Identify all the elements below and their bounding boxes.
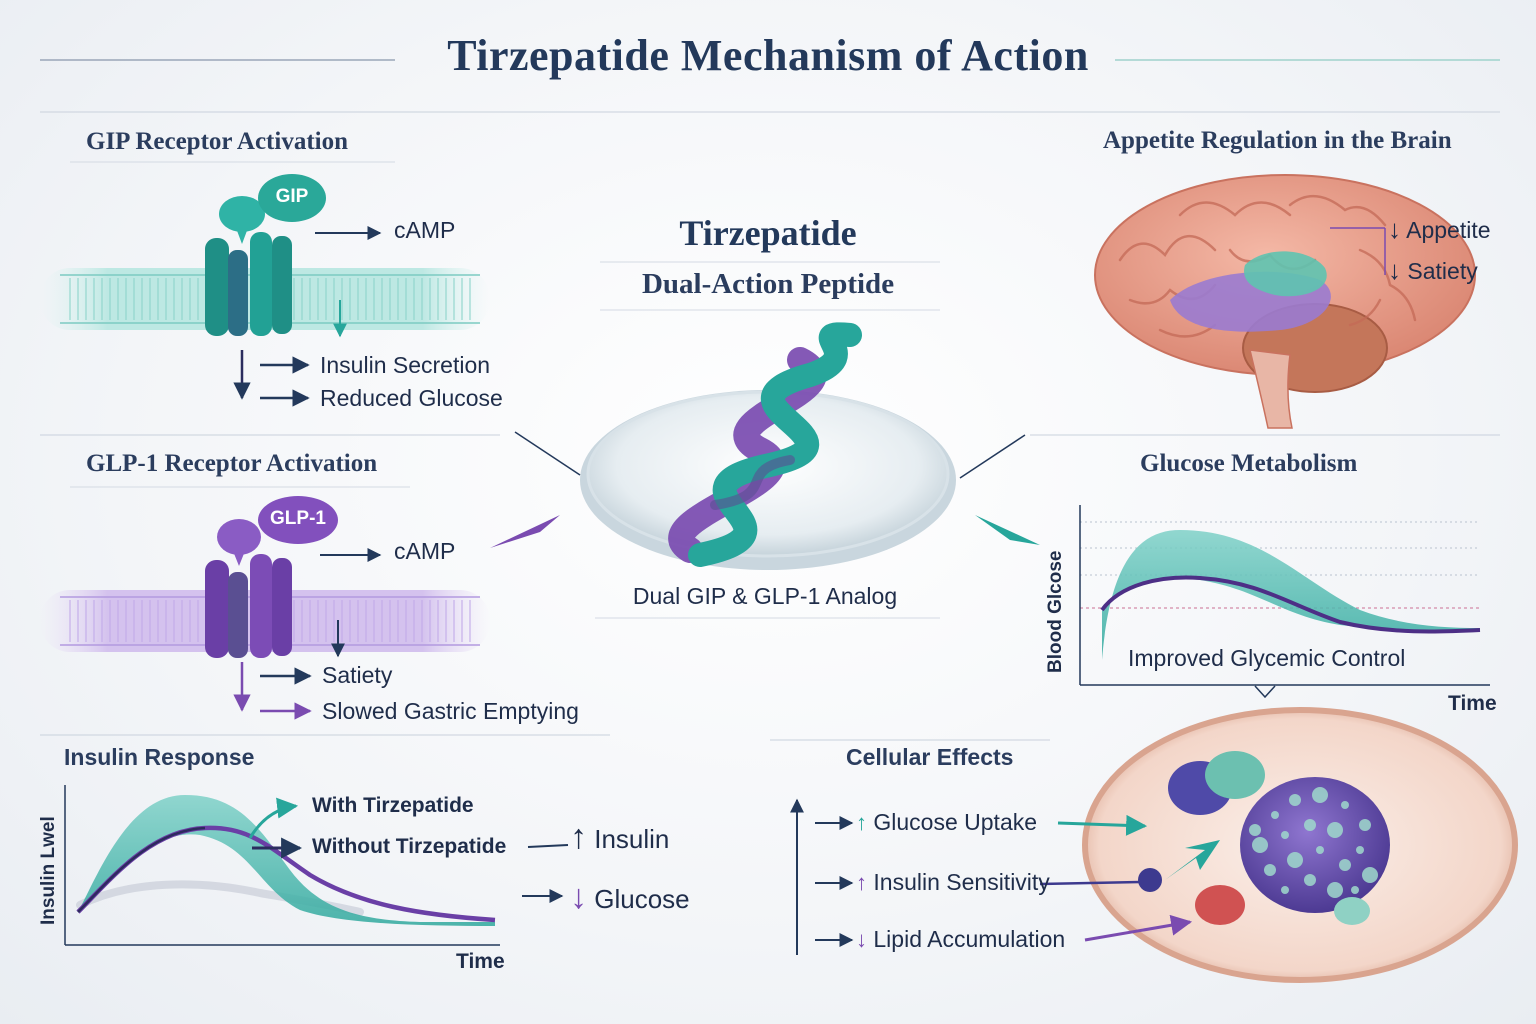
glucose-outcome-label: Glucose [594, 884, 690, 914]
gip-ligand-badge [258, 174, 326, 222]
center-drug-subtitle: Dual-Action Peptide [641, 268, 895, 300]
glp1-ligand-label: GLP-1 [270, 508, 326, 529]
insulin-outcome: ↑ Insulin [570, 818, 669, 857]
cell-pointer-3 [1084, 914, 1193, 942]
insulin-y-label: Insulin Lwel [38, 816, 59, 925]
cell-effect-3-label: Lipid Accumulation [873, 926, 1066, 952]
insulin-x-label: Time [456, 950, 505, 973]
up-arrow-icon: ↑ [856, 870, 867, 895]
cell-effect-3: ↓ Lipid Accumulation [856, 926, 1065, 953]
glucose-chart [1079, 505, 1490, 699]
up-arrow-icon: ↑ [856, 810, 867, 835]
insulin-curve-with [78, 795, 495, 926]
brain-heading: Appetite Regulation in the Brain [1103, 127, 1452, 154]
insulin-chart [64, 785, 500, 946]
insulin-heading: Insulin Response [64, 744, 255, 770]
cell-pointer-2 [1039, 880, 1141, 886]
glp1-camp-label: cAMP [394, 538, 456, 564]
connector-brain-center [959, 434, 1026, 479]
connector-glucose-center [975, 515, 1040, 545]
center-drug-caption: Dual GIP & GLP-1 Analog [632, 583, 898, 609]
page-title: Tirzepatide Mechanism of Action [447, 31, 1089, 80]
glucose-y-label: Blood Glcose [1045, 550, 1066, 673]
glucose-caption: Improved Glycemic Control [1128, 645, 1406, 671]
gip-camp-label: cAMP [394, 217, 456, 243]
glucose-outcome: ↓ Glucose [570, 878, 690, 917]
connector-gip-center [514, 431, 581, 476]
cell-effect-2: ↑ Insulin Sensitivity [856, 869, 1050, 896]
brain-illustration [1094, 174, 1476, 429]
down-arrow-icon: ↓ [1388, 214, 1401, 244]
gip-effect-1: Insulin Secretion [320, 352, 491, 378]
cellular-heading: Cellular Effects [846, 744, 1014, 770]
gip-receptor [205, 196, 292, 336]
glp1-ligand-badge [258, 496, 338, 544]
cell-effect-1: ↑ Glucose Uptake [856, 809, 1037, 836]
center-drug-name: Tirzepatide [679, 213, 857, 253]
cell-effect-1-label: Glucose Uptake [873, 809, 1038, 835]
brain-effect-2: ↓ Satiety [1388, 255, 1478, 286]
glp1-effect-2: Slowed Gastric Emptying [322, 698, 579, 724]
glp1-receptor [205, 519, 292, 658]
insulin-outcome-line [527, 844, 569, 848]
glucose-x-label: Time [1448, 692, 1497, 715]
glp1-heading: GLP-1 Receptor Activation [86, 450, 378, 477]
up-arrow-icon: ↑ [570, 818, 587, 856]
cell-pointer-1 [1057, 814, 1148, 836]
brain-effect-2-label: Satiety [1407, 258, 1478, 284]
cell-effect-2-label: Insulin Sensitivity [873, 869, 1050, 895]
connector-glp1-center [490, 515, 560, 548]
glucose-curve-with [1100, 575, 1481, 634]
legend-with: With Tirzepatide [312, 794, 474, 817]
down-arrow-icon: ↓ [570, 878, 587, 916]
brain-effect-1: ↓ Appetite [1388, 214, 1491, 245]
glp1-effect-1: Satiety [322, 662, 393, 688]
cell-illustration [1082, 707, 1518, 983]
brain-effect-1-label: Appetite [1406, 217, 1491, 243]
down-arrow-icon: ↓ [856, 927, 867, 952]
down-arrow-icon: ↓ [1388, 255, 1401, 285]
gip-effect-2: Reduced Glucose [320, 385, 503, 411]
insulin-outcome-label: Insulin [594, 824, 670, 854]
legend-without: Without Tirzepatide [312, 835, 507, 858]
gip-ligand-label: GIP [275, 186, 309, 207]
legend-with-arrow [248, 797, 299, 839]
peptide-helix [668, 322, 862, 567]
glucose-heading: Glucose Metabolism [1140, 450, 1358, 477]
gip-heading: GIP Receptor Activation [86, 128, 348, 155]
